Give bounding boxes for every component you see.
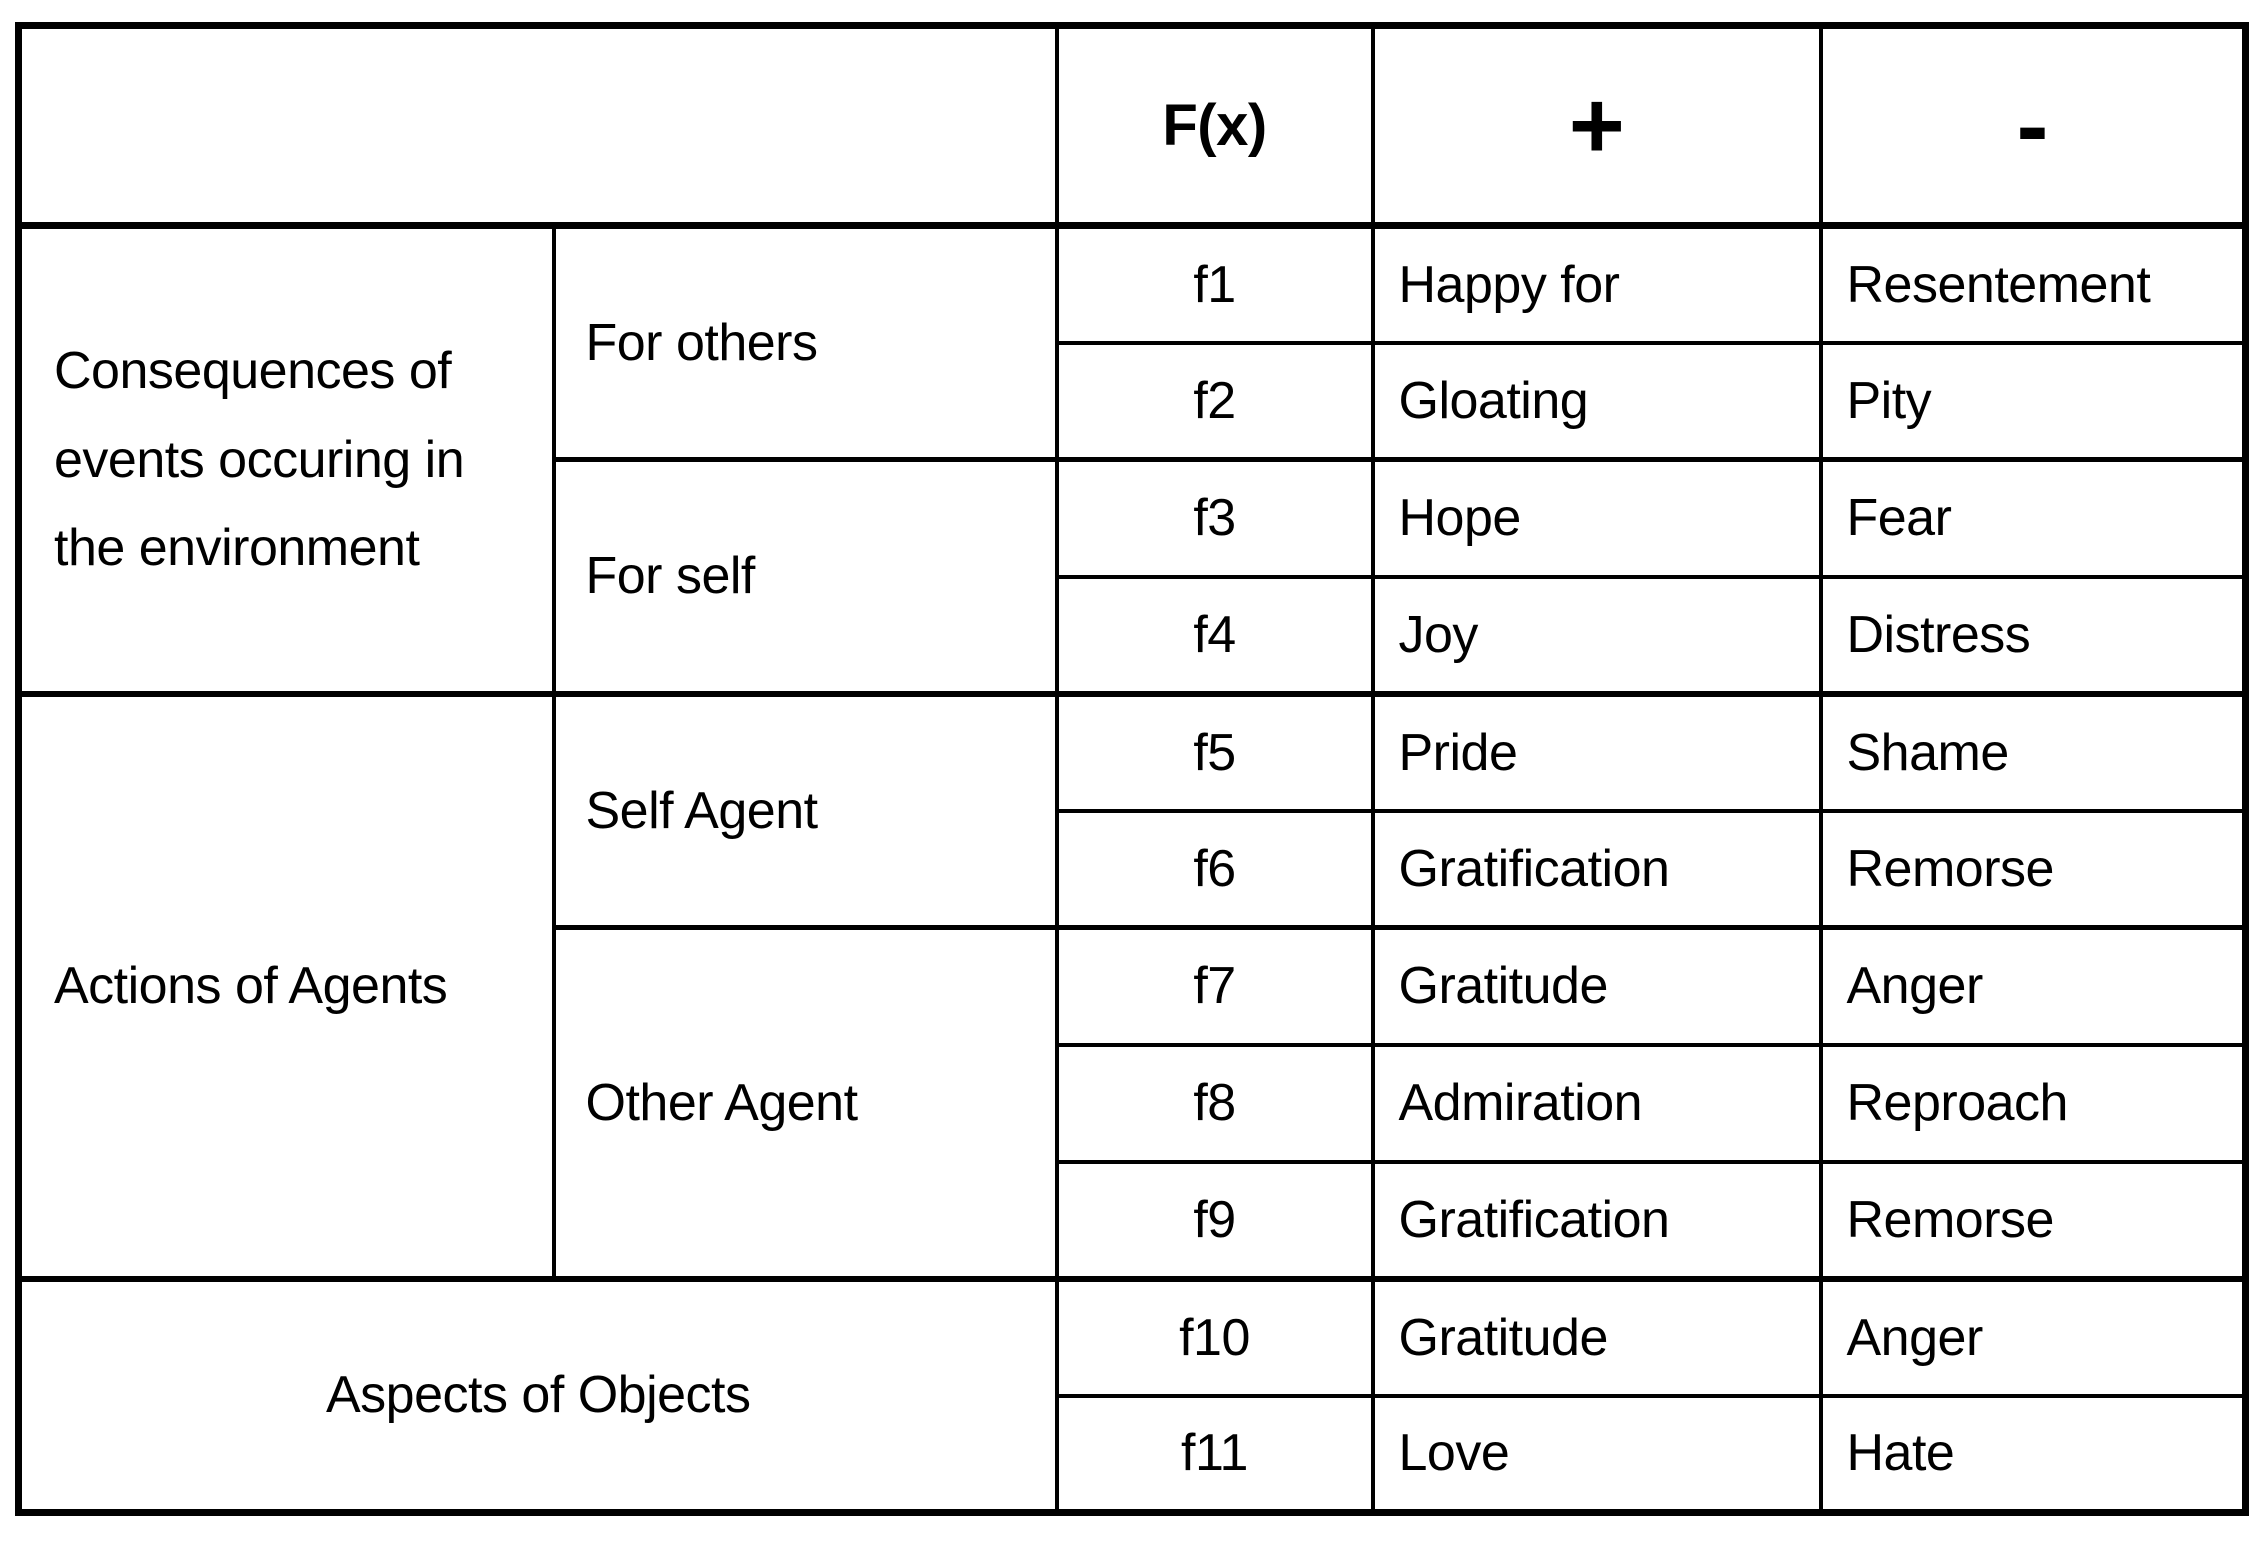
- positive-emotion-cell: Happy for: [1370, 223, 1823, 345]
- table-row-f3: For self f3 Hope Fear: [19, 457, 2248, 696]
- f-id-cell: f2: [1054, 340, 1375, 462]
- positive-emotion-cell: Joy: [1370, 574, 1823, 696]
- f-id-cell: f1: [1054, 223, 1375, 345]
- table-row-f4: f4 Joy Distress: [19, 574, 2248, 696]
- negative-emotion-cell: Shame: [1818, 690, 2248, 813]
- negative-emotion-cell: Pity: [1818, 340, 2248, 462]
- negative-emotion-cell: Anger: [1818, 1275, 2248, 1398]
- negative-emotion-cell: Hate: [1818, 1393, 2248, 1515]
- negative-emotion-cell: Distress: [1818, 574, 2248, 696]
- f-id-cell: f3: [1054, 457, 1375, 579]
- negative-emotion-cell: Fear: [1818, 457, 2248, 579]
- table-row-f5: Actions of Agents Self Agent f5 Pride Sh…: [16, 690, 2248, 1281]
- table-row-f10: Aspects of Objects f10 Gratitude Anger: [16, 1275, 2248, 1515]
- f-id-cell: f7: [1054, 925, 1375, 1047]
- f-id-cell: f9: [1054, 1159, 1375, 1281]
- table-row-f11: f11 Love Hate: [19, 1393, 2248, 1515]
- negative-emotion-cell: Remorse: [1818, 808, 2248, 930]
- f-id-cell: f10: [1054, 1275, 1375, 1398]
- group-cell-for-others: For others: [551, 223, 1059, 462]
- header-row: F(x) + -: [16, 23, 2248, 229]
- negative-emotion-cell: Reproach: [1818, 1042, 2248, 1164]
- group-cell-self-agent: Self Agent: [551, 690, 1059, 930]
- category-cell-actions: Actions of Agents: [16, 690, 556, 1281]
- table-row-f1: Consequences of events occuring in the e…: [16, 223, 2248, 696]
- category-cell-consequences: Consequences of events occuring in the e…: [16, 223, 556, 696]
- table-row-f8: f8 Admiration Reproach: [19, 1042, 2248, 1164]
- positive-emotion-cell: Hope: [1370, 457, 1823, 579]
- negative-emotion-cell: Remorse: [1818, 1159, 2248, 1281]
- group-cell-other-agent: Other Agent: [551, 925, 1059, 1281]
- positive-emotion-cell: Love: [1370, 1393, 1823, 1515]
- header-fx-cell: F(x): [1054, 23, 1375, 229]
- f-id-cell: f8: [1054, 1042, 1375, 1164]
- positive-emotion-cell: Admiration: [1370, 1042, 1823, 1164]
- table-row-f9: f9 Gratification Remorse: [19, 1159, 2248, 1281]
- negative-emotion-cell: Resentement: [1818, 223, 2248, 345]
- positive-emotion-cell: Gloating: [1370, 340, 1823, 462]
- group-cell-for-self: For self: [551, 457, 1059, 696]
- f-id-cell: f11: [1054, 1393, 1375, 1515]
- header-minus-cell: -: [1818, 23, 2248, 229]
- positive-emotion-cell: Pride: [1370, 690, 1823, 813]
- f-id-cell: f5: [1054, 690, 1375, 813]
- header-plus-cell: +: [1370, 23, 1823, 229]
- occ-emotion-table: F(x) + - Consequences of events occuring…: [15, 22, 2249, 1516]
- header-corner-cell: [16, 23, 1059, 229]
- positive-emotion-cell: Gratification: [1370, 1159, 1823, 1281]
- negative-emotion-cell: Anger: [1818, 925, 2248, 1047]
- positive-emotion-cell: Gratification: [1370, 808, 1823, 930]
- table-row-f7: Other Agent f7 Gratitude Anger: [19, 925, 2248, 1281]
- f-id-cell: f4: [1054, 574, 1375, 696]
- f-id-cell: f6: [1054, 808, 1375, 930]
- positive-emotion-cell: Gratitude: [1370, 1275, 1823, 1398]
- table-row-f2: f2 Gloating Pity: [19, 340, 2248, 462]
- category-cell-aspects: Aspects of Objects: [16, 1275, 1059, 1515]
- positive-emotion-cell: Gratitude: [1370, 925, 1823, 1047]
- table-row-f6: f6 Gratification Remorse: [19, 808, 2248, 930]
